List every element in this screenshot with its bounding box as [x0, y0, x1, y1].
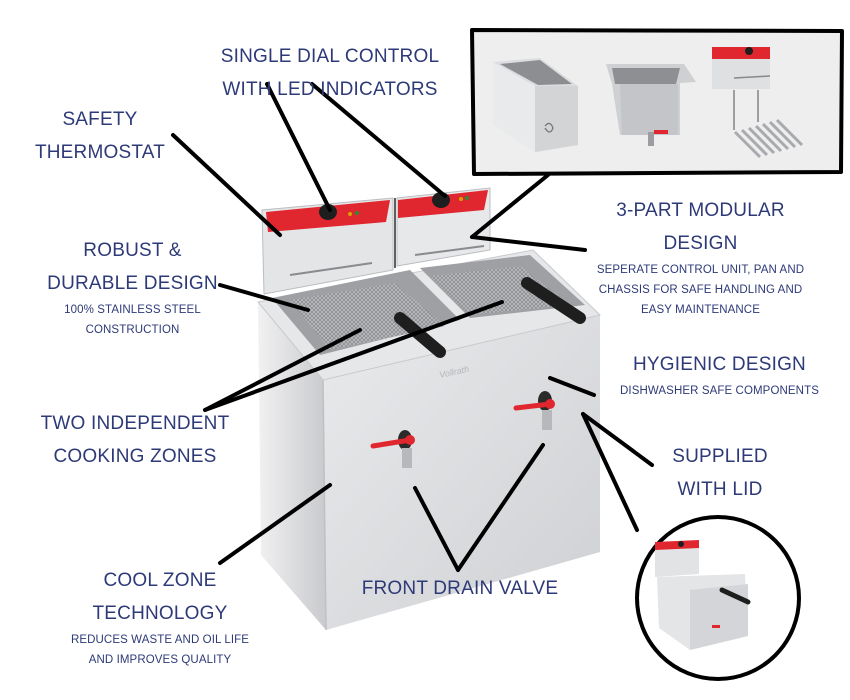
leader-modular-inset — [470, 173, 550, 239]
leader-safety-thermostat — [171, 133, 282, 237]
callout-subtitle: SEPERATE CONTROL UNIT, PAN AND — [596, 264, 805, 276]
inset-control-unit — [712, 47, 804, 159]
callout-title: WITH LID — [677, 479, 763, 500]
callout-title: THERMOSTAT — [34, 142, 166, 163]
left-control-head — [261, 197, 394, 295]
right-basket-handle — [521, 277, 586, 324]
callout-modular-design: 3-PART MODULAR DESIGN SEPERATE CONTROL U… — [578, 194, 823, 320]
fryer-main: Vollrath — [257, 187, 602, 631]
left-drain-valve — [370, 430, 415, 468]
inset-chassis — [493, 58, 578, 152]
left-basket-handle — [394, 312, 446, 358]
inset-pan — [606, 64, 696, 146]
callout-title: FRONT DRAIN VALVE — [361, 578, 559, 599]
leader-lid-circle — [581, 412, 639, 532]
right-drain-valve — [513, 391, 555, 430]
callout-subtitle: EASY MAINTENANCE — [641, 304, 760, 316]
callout-two-zones: TWO INDEPENDENT COOKING ZONES — [30, 407, 240, 473]
leader-zone-right — [203, 300, 504, 412]
callout-title: SAFETY — [62, 109, 138, 130]
lid-inset — [635, 515, 801, 681]
callout-title: COOL ZONE — [103, 570, 217, 591]
leader-cool-zone — [218, 483, 332, 565]
left-basket — [290, 283, 445, 350]
leader-drain-left — [413, 486, 460, 572]
leader-lines — [171, 82, 654, 572]
callout-hygienic-design: HYGIENIC DESIGN DISHWASHER SAFE COMPONEN… — [592, 348, 847, 401]
leader-robust — [218, 283, 310, 312]
right-control-head — [396, 187, 491, 267]
callout-cool-zone: COOL ZONE TECHNOLOGY REDUCES WASTE AND O… — [50, 564, 270, 670]
callout-subtitle: 100% STAINLESS STEEL — [64, 304, 201, 316]
callout-subtitle: CHASSIS FOR SAFE HANDLING AND — [598, 284, 803, 296]
callout-front-drain: FRONT DRAIN VALVE — [345, 572, 575, 605]
callout-safety-thermostat: SAFETY THERMOSTAT — [30, 103, 170, 169]
callout-title: HYGIENIC DESIGN — [633, 354, 806, 375]
leader-zone-left — [203, 328, 362, 412]
callout-title: TECHNOLOGY — [92, 603, 228, 624]
modular-parts-inset — [470, 28, 844, 176]
callout-title: ROBUST & — [83, 240, 182, 261]
leader-dial-left — [265, 82, 332, 212]
left-dial — [319, 204, 337, 220]
callout-title: 3-PART MODULAR — [616, 200, 785, 221]
leader-drain-right — [456, 443, 545, 572]
right-basket — [430, 266, 570, 315]
leader-modular — [470, 235, 587, 252]
callout-title: TWO INDEPENDENT — [40, 413, 230, 434]
callout-title: COOKING ZONES — [53, 446, 217, 467]
callout-title: WITH LED INDICATORS — [222, 79, 438, 100]
leader-dial-right — [310, 82, 447, 198]
leader-lid — [581, 412, 654, 467]
callout-subtitle: AND IMPROVES QUALITY — [88, 654, 232, 666]
callout-robust-durable: ROBUST & DURABLE DESIGN 100% STAINLESS S… — [25, 234, 240, 340]
callout-title: DURABLE DESIGN — [47, 273, 218, 294]
callout-title: SUPPLIED — [672, 446, 768, 467]
callout-subtitle: CONSTRUCTION — [85, 324, 180, 336]
callout-supplied-with-lid: SUPPLIED WITH LID — [650, 440, 790, 506]
callout-single-dial-control: SINGLE DIAL CONTROL WITH LED INDICATORS — [205, 40, 455, 106]
callout-title: DESIGN — [663, 233, 738, 254]
callout-subtitle: DISHWASHER SAFE COMPONENTS — [620, 385, 819, 397]
callout-subtitle: REDUCES WASTE AND OIL LIFE — [70, 634, 250, 646]
callout-title: SINGLE DIAL CONTROL — [220, 46, 440, 67]
leader-hygienic — [548, 376, 596, 397]
